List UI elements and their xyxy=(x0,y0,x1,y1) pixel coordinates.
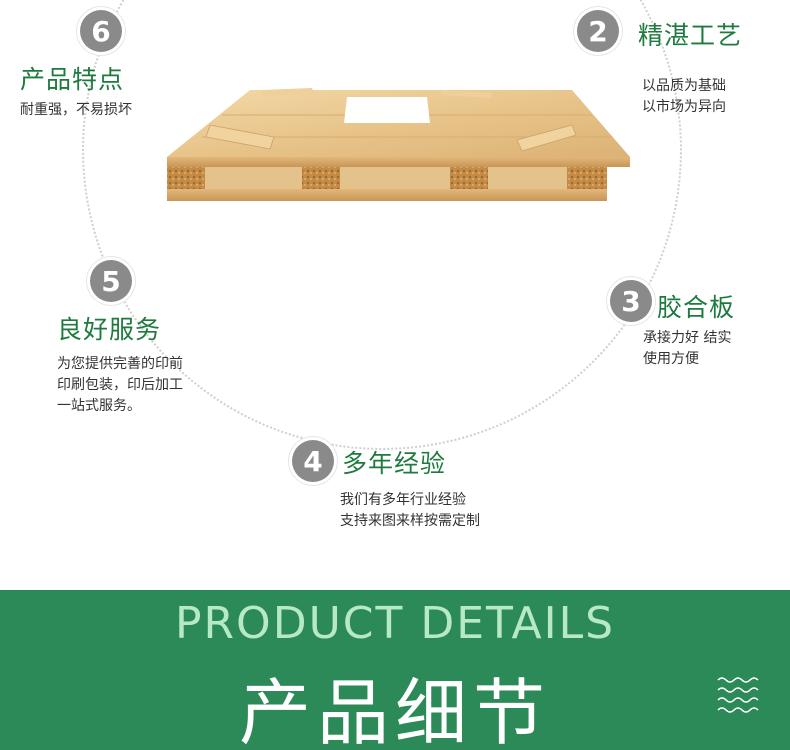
feature-4-desc: 我们有多年行业经验 支持来图来样按需定制 xyxy=(340,490,480,532)
feature-3-desc: 承接力好 结实 使用方便 xyxy=(643,328,731,370)
feature-4-desc-line: 支持来图来样按需定制 xyxy=(340,513,480,529)
feature-3-desc-line: 使用方便 xyxy=(643,351,699,367)
feature-6-title: 产品特点 xyxy=(20,65,125,94)
banner-english-title: PRODUCT DETAILS xyxy=(174,598,616,649)
feature-6-desc-line: 耐重强，不易损坏 xyxy=(20,102,132,118)
feature-3-desc-line: 承接力好 结实 xyxy=(643,330,732,346)
feature-5-badge: 5 xyxy=(90,260,132,302)
feature-6-badge: 6 xyxy=(80,10,122,52)
feature-section: 6 产品特点 耐重强，不易损坏 2 精湛工艺 以品质为基础 以市场为异向 5 良… xyxy=(20,0,743,532)
feature-3-badge: 3 xyxy=(610,280,652,322)
feature-5-desc-line: 一站式服务。 xyxy=(57,398,141,414)
feature-2-desc-line: 以市场为异向 xyxy=(642,99,726,115)
feature-4-title: 多年经验 xyxy=(342,449,447,478)
feature-2-desc: 以品质为基础 以市场为异向 xyxy=(642,76,726,118)
wooden-pallet-image xyxy=(167,88,630,201)
feature-3-title: 胶合板 xyxy=(657,293,736,322)
feature-2-desc-line: 以品质为基础 xyxy=(642,78,726,94)
feature-5-title: 良好服务 xyxy=(57,315,162,344)
feature-2-badge: 2 xyxy=(577,10,619,52)
feature-4-badge: 4 xyxy=(292,440,334,482)
feature-5-desc: 为您提供完善的印前 印刷包装，印后加工 一站式服务。 xyxy=(57,354,183,417)
feature-5-desc-line: 印刷包装，印后加工 xyxy=(57,377,183,393)
product-details-banner: PRODUCT DETAILS 产品细节 xyxy=(0,590,790,750)
feature-5-desc-line: 为您提供完善的印前 xyxy=(57,356,183,372)
feature-2-title: 精湛工艺 xyxy=(638,21,743,50)
feature-6-desc: 耐重强，不易损坏 xyxy=(20,100,132,121)
banner-chinese-title: 产品细节 xyxy=(238,671,551,750)
wave-lines-icon xyxy=(717,677,759,713)
feature-4-desc-line: 我们有多年行业经验 xyxy=(340,492,466,508)
